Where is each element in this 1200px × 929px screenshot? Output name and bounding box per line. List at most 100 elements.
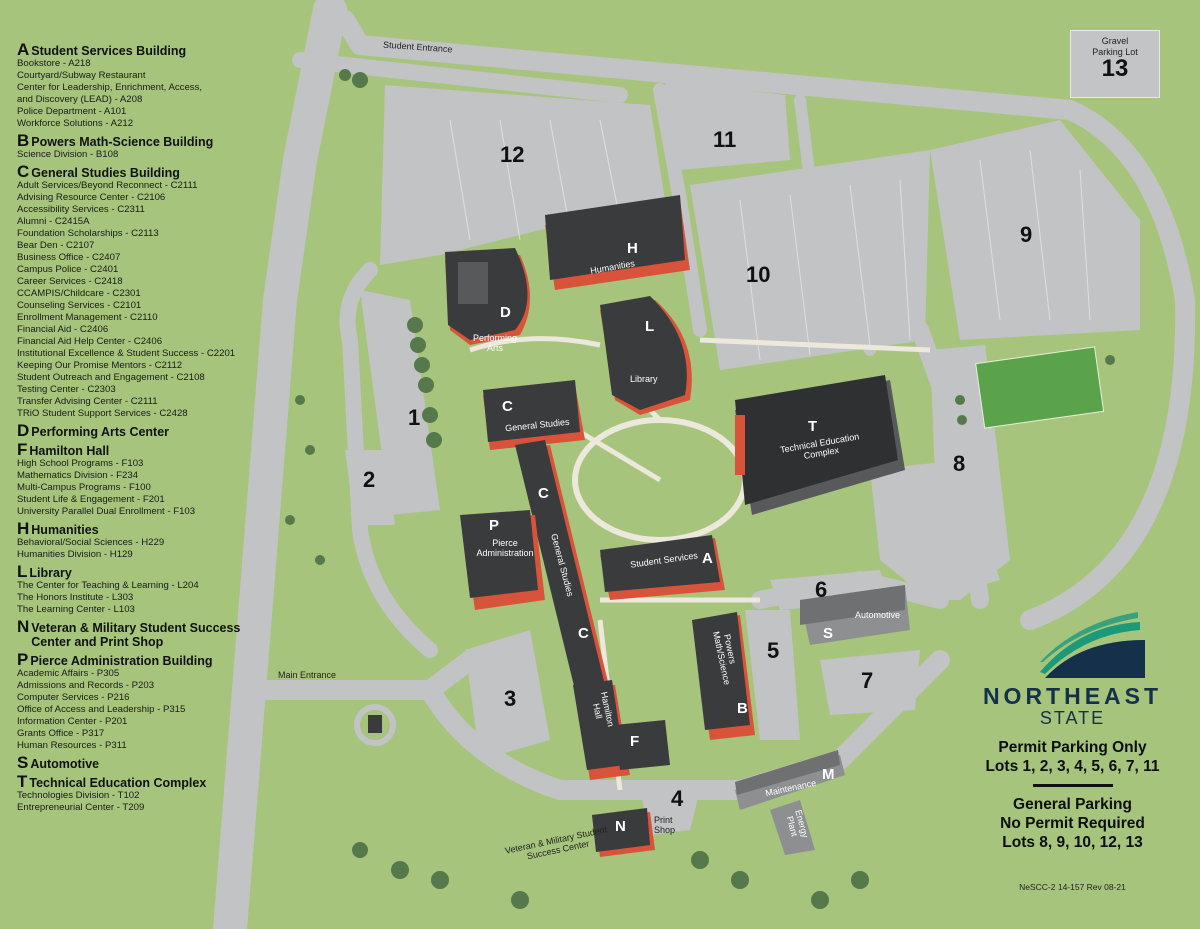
legend-item: Student Life & Engagement - F201	[17, 494, 165, 505]
legend-letter: H	[17, 519, 30, 538]
lot-9-label: 9	[1020, 222, 1033, 247]
lot-6-label: 6	[815, 577, 828, 602]
lot-11-label: 11	[713, 127, 737, 152]
building-s-name: Automotive	[855, 610, 901, 620]
legend-letter: B	[17, 131, 30, 150]
legend-item: Foundation Scholarships - C2113	[17, 228, 159, 239]
building-a-letter: A	[702, 550, 713, 567]
legend-letter: D	[17, 421, 30, 440]
legend-item: Testing Center - C2303	[17, 384, 116, 395]
legend-item: Grants Office - P317	[17, 728, 105, 739]
legend-title: Pierce Administration Building	[30, 654, 213, 668]
building-c-letter-bottom: C	[578, 625, 589, 642]
permit-lots: Lots 1, 2, 3, 4, 5, 6, 7, 11	[985, 758, 1160, 775]
legend-letter: P	[17, 650, 29, 669]
legend-letter: N	[17, 617, 30, 636]
northeast-state-logo-mark	[1040, 612, 1145, 678]
lot-4-label: 4	[671, 786, 684, 811]
lot-12-label: 12	[500, 142, 525, 167]
general-lots: Lots 8, 9, 10, 12, 13	[1002, 834, 1143, 851]
legend-item: High School Programs - F103	[17, 458, 144, 469]
lot-5	[745, 610, 800, 740]
legend-title: Powers Math-Science Building	[31, 135, 214, 149]
legend-item: Information Center - P201	[17, 716, 128, 727]
legend-item: Financial Aid - C2406	[17, 324, 109, 335]
legend-item: Computer Services - P216	[17, 692, 130, 703]
general-title: General Parking	[1013, 796, 1132, 813]
main-entrance-label: Main Entrance	[278, 670, 337, 680]
general-parking-block: General Parking No Permit Required Lots …	[970, 795, 1175, 852]
legend-item: Workforce Solutions - A212	[17, 118, 134, 129]
legend-item: Adult Services/Beyond Reconnect - C2111	[17, 180, 198, 191]
legend-item: Police Department - A101	[17, 106, 127, 117]
legend-letter: T	[17, 772, 28, 791]
building-m-letter: M	[822, 766, 835, 783]
legend-item: Admissions and Records - P203	[17, 680, 155, 691]
permit-parking-block: Permit Parking Only Lots 1, 2, 3, 4, 5, …	[970, 738, 1175, 776]
legend-item: Keeping Our Promise Mentors - C2112	[17, 360, 183, 371]
legend-title: General Studies Building	[31, 166, 180, 180]
tennis-courts	[975, 346, 1105, 429]
building-p-letter: P	[489, 517, 500, 534]
legend-item: Accessibility Services - C2311	[17, 204, 145, 215]
legend-item: Student Outreach and Engagement - C2108	[17, 372, 205, 383]
legend-item: Mathematics Division - F234	[17, 470, 139, 481]
legend-item: Courtyard/Subway Restaurant	[17, 70, 146, 81]
legend-item: The Learning Center - L103	[17, 604, 135, 615]
legend-item: Campus Police - C2401	[17, 264, 119, 275]
lot-1	[360, 290, 440, 515]
logo-spacer	[970, 640, 1175, 682]
building-p-name: Pierce Administration	[476, 538, 534, 558]
legend-item: The Honors Institute - L303	[17, 592, 134, 603]
building-d-name: Performing Arts	[472, 333, 517, 353]
legend-item: Center for Leadership, Enrichment, Acces…	[17, 82, 203, 93]
legend-item: The Center for Teaching & Learning - L20…	[17, 580, 199, 591]
lot-1-label: 1	[408, 405, 421, 430]
legend-letter: L	[17, 562, 28, 581]
lot-7-label: 7	[861, 668, 874, 693]
legend-item: Science Division - B108	[17, 149, 119, 160]
legend-item: University Parallel Dual Enrollment - F1…	[17, 506, 196, 517]
legend-title: Library	[29, 566, 72, 580]
lot-2	[345, 450, 395, 525]
legend-item: Institutional Excellence & Student Succe…	[17, 348, 236, 359]
legend-item: Career Services - C2418	[17, 276, 123, 287]
building-c-letter-mid: C	[538, 485, 549, 502]
lot-3-label: 3	[504, 686, 517, 711]
legend-item: Financial Aid Help Center - C2406	[17, 336, 163, 347]
legend-title: Technical Education Complex	[29, 776, 207, 790]
legend-item: Bear Den - C2107	[17, 240, 95, 251]
building-n-letter: N	[615, 818, 626, 835]
legend-letter: S	[17, 753, 29, 772]
legend-item: Alumni - C2415A	[17, 216, 90, 227]
parking-info-panel: NORTHEAST STATE Permit Parking Only Lots…	[970, 640, 1175, 892]
legend-item: Office of Access and Leadership - P315	[17, 704, 186, 715]
brand-sub: STATE	[1039, 708, 1106, 728]
legend-title: Humanities	[31, 523, 99, 537]
lot-3	[465, 630, 550, 760]
building-l-name: Library	[630, 374, 658, 384]
building-f-letter: F	[630, 733, 640, 750]
legend-item: Business Office - C2407	[17, 252, 121, 263]
divider	[1032, 784, 1113, 787]
building-d-letter: D	[500, 304, 511, 321]
lot-10	[690, 150, 930, 370]
legend-title: Hamilton Hall	[29, 444, 110, 458]
legend-item: CCAMPIS/Childcare - C2301	[17, 288, 141, 299]
legend-title: Automotive	[30, 757, 100, 771]
building-l-letter: L	[645, 318, 655, 335]
western-highway	[213, 0, 347, 929]
legend-item: Humanities Division - H129	[17, 549, 133, 560]
permit-title: Permit Parking Only	[998, 739, 1147, 756]
legend-item: TRiO Student Support Services - C2428	[17, 408, 188, 419]
building-c-letter-top: C	[502, 398, 513, 415]
